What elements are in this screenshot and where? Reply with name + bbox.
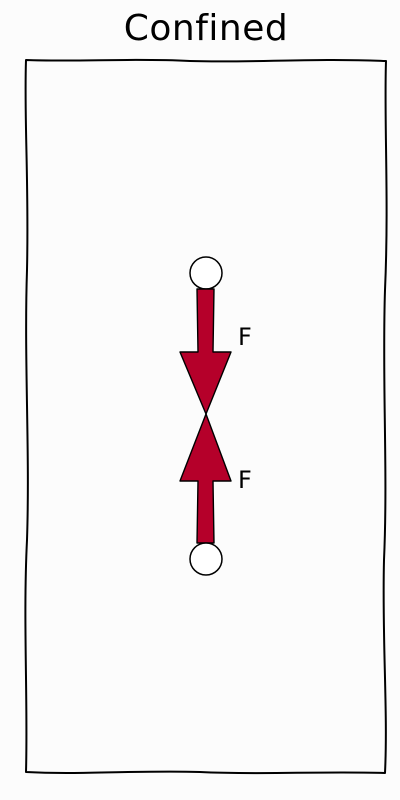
diagram-title: Confined <box>123 8 289 49</box>
upward-force-arrow <box>179 413 232 544</box>
top-node <box>189 256 223 290</box>
container-box <box>24 58 388 775</box>
bottom-node <box>189 542 223 576</box>
downward-force-arrow <box>179 288 232 415</box>
force-label-top: F <box>238 323 252 351</box>
force-label-bottom: F <box>238 466 252 494</box>
